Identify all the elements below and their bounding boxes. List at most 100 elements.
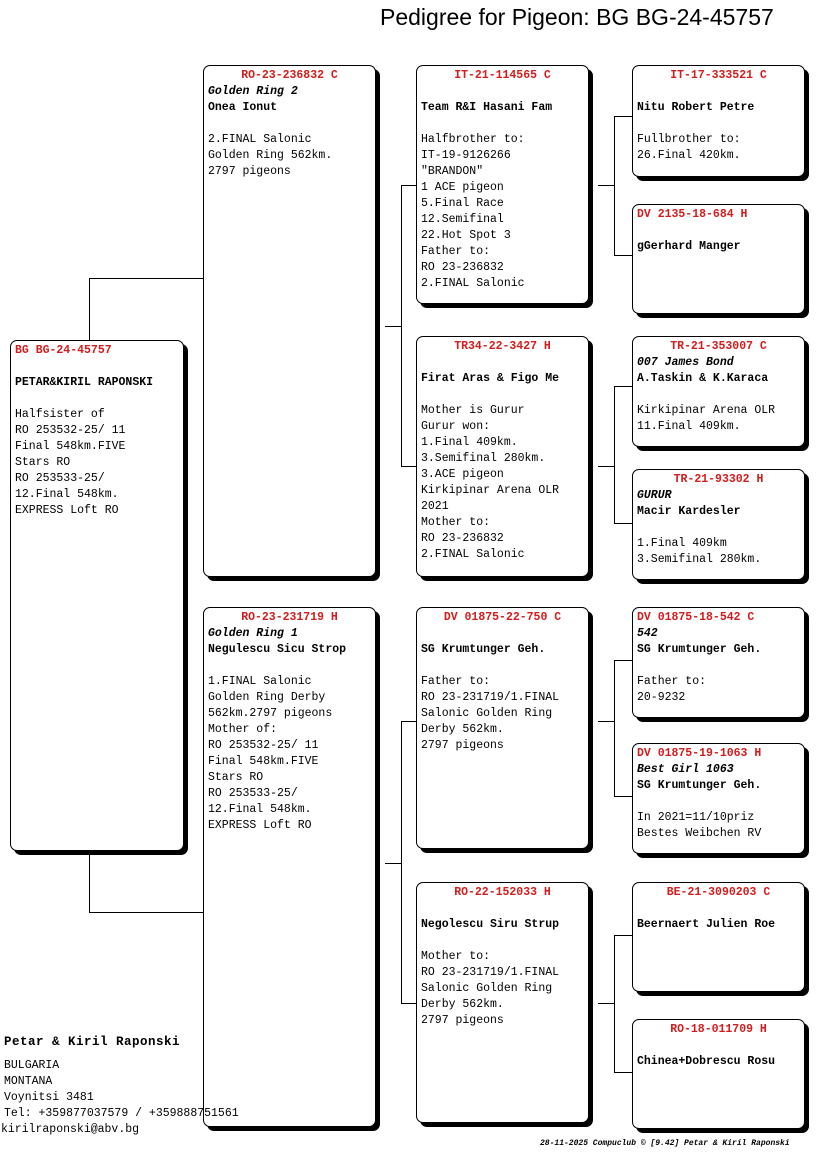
pigeon-name [421, 901, 584, 917]
connector-line [598, 466, 615, 467]
pigeon-name [637, 84, 800, 100]
breeder-phone: Tel: +359877037579 / +359888751561 [4, 1107, 239, 1120]
owner-name: Negolescu Siru Strup [421, 918, 560, 931]
pedigree-notes: Father to: 20-9232 [637, 675, 707, 704]
ring-number: RO-23-231719 H [241, 611, 338, 624]
pigeon-name: 542 [637, 627, 658, 640]
sire-sire-sire-card[interactable]: IT-17-333521 C Nitu Robert Petre Fullbro… [632, 65, 805, 177]
owner-name: Chinea+Dobrescu Rosu [637, 1055, 776, 1068]
pigeon-name [637, 1038, 800, 1054]
ring-number: DV 01875-19-1063 H [637, 747, 762, 760]
pigeon-name [637, 901, 800, 917]
pedigree-notes: Halfbrother to: IT-19-9126266 "BRANDON" … [421, 133, 525, 290]
pedigree-notes: 1.FINAL Salonic Golden Ring Derby 562km.… [208, 675, 333, 832]
owner-name: Beernaert Julien Roe [637, 918, 776, 931]
connector-line [614, 660, 633, 661]
owner-name: Onea Ionut [208, 101, 278, 114]
sire-sire-card[interactable]: IT-21-114565 C Team R&I Hasani Fam Halfb… [416, 65, 589, 304]
breeder-town: Voynitsi 3481 [4, 1091, 94, 1104]
connector-line [401, 185, 402, 467]
owner-name: Negulescu Sicu Strop [208, 643, 347, 656]
ring-number: RO-18-011709 H [670, 1023, 767, 1036]
connector-line [614, 1072, 633, 1073]
ring-number: BE-21-3090203 C [666, 886, 771, 899]
sire-dam-card[interactable]: TR34-22-3427 H Firat Aras & Figo Me Moth… [416, 336, 589, 577]
connector-line [401, 721, 417, 722]
connector-line [89, 851, 90, 913]
pedigree-notes: Father to: RO 23-231719/1.FINAL Salonic … [421, 675, 560, 752]
owner-name: Firat Aras & Figo Me [421, 372, 560, 385]
connector-line [89, 278, 90, 340]
breeder-name: Petar & Kiril Raponski [4, 1035, 181, 1049]
connector-line [401, 466, 417, 467]
owner-name: SG Krumtunger Geh. [637, 643, 762, 656]
dam-sire-card[interactable]: DV 01875-22-750 C SG Krumtunger Geh. Fat… [416, 607, 589, 849]
ring-number: IT-17-333521 C [670, 69, 767, 82]
ring-number: DV 01875-18-542 C [637, 611, 755, 624]
dam-dam-dam-card[interactable]: RO-18-011709 H Chinea+Dobrescu Rosu [632, 1019, 805, 1129]
connector-line [614, 935, 633, 936]
pigeon-name [421, 84, 584, 100]
sire-dam-sire-card[interactable]: TR-21-353007 C 007 James Bond A.Taskin &… [632, 336, 805, 447]
connector-line [614, 386, 633, 387]
pigeon-name: GURUR [637, 489, 672, 502]
pigeon-name: Golden Ring 1 [208, 627, 298, 640]
print-footer: 28-11-2025 Compuclub © [9.42] Petar & Ki… [540, 1139, 790, 1148]
pedigree-notes: Kirkipinar Arena OLR 11.Final 409km. [637, 404, 776, 433]
pedigree-notes: Halfsister of RO 253532-25/ 11 Final 548… [15, 408, 126, 517]
connector-line [89, 912, 205, 913]
ring-number: RO-22-152033 H [454, 886, 551, 899]
pedigree-notes: In 2021=11/10priz Bestes Weibchen RV [637, 811, 762, 840]
ring-number: IT-21-114565 C [454, 69, 551, 82]
owner-name: Macir Kardesler [637, 505, 741, 518]
pigeon-name: 007 James Bond [637, 356, 734, 369]
dam-dam-sire-card[interactable]: BE-21-3090203 C Beernaert Julien Roe [632, 882, 805, 992]
connector-line [401, 721, 402, 1004]
ring-number: DV 01875-22-750 C [443, 611, 562, 624]
ring-number: RO-23-236832 C [241, 69, 338, 82]
pigeon-name [637, 223, 800, 239]
breeder-info: Petar & Kiril Raponski BULGARIA MONTANA … [1, 1034, 239, 1138]
sire-dam-dam-card[interactable]: TR-21-93302 H GURUR Macir Kardesler 1.Fi… [632, 469, 805, 580]
page-title: Pedigree for Pigeon: BG BG-24-45757 [380, 4, 774, 30]
connector-line [614, 796, 633, 797]
connector-line [614, 255, 633, 256]
sire-card[interactable]: RO-23-236832 C Golden Ring 2 Onea Ionut … [203, 65, 376, 577]
ring-number: DV 2135-18-684 H [637, 208, 748, 221]
dam-sire-dam-card[interactable]: DV 01875-19-1063 H Best Girl 1063 SG Kru… [632, 743, 805, 854]
owner-name: gGerhard Manger [637, 240, 741, 253]
connector-line [401, 185, 417, 186]
owner-name: PETAR&KIRIL RAPONSKI [15, 376, 154, 389]
owner-name: SG Krumtunger Geh. [637, 779, 762, 792]
connector-line [614, 116, 615, 256]
owner-name: Nitu Robert Petre [637, 101, 755, 114]
pedigree-notes: 2.FINAL Salonic Golden Ring 562km. 2797 … [208, 133, 333, 178]
subject-card[interactable]: BG BG-24-45757 PETAR&KIRIL RAPONSKI Half… [10, 340, 184, 851]
sire-sire-dam-card[interactable]: DV 2135-18-684 H gGerhard Manger [632, 204, 805, 314]
breeder-country: BULGARIA [4, 1059, 60, 1072]
dam-dam-card[interactable]: RO-22-152033 H Negolescu Siru Strup Moth… [416, 882, 589, 1123]
pigeon-name: Best Girl 1063 [637, 763, 734, 776]
pigeon-name [15, 359, 179, 375]
connector-line [614, 386, 615, 524]
ring-number: TR34-22-3427 H [454, 340, 551, 353]
connector-line [598, 1003, 615, 1004]
ring-number: TR-21-93302 H [673, 473, 764, 486]
breeder-region: MONTANA [4, 1075, 53, 1088]
connector-line [89, 278, 205, 279]
connector-line [614, 660, 615, 797]
ring-number: TR-21-353007 C [670, 340, 767, 353]
connector-line [614, 523, 633, 524]
pedigree-notes: Fullbrother to: 26.Final 420km. [637, 133, 741, 162]
pigeon-name [421, 626, 584, 642]
owner-name: SG Krumtunger Geh. [421, 643, 546, 656]
owner-name: Team R&I Hasani Fam [421, 101, 553, 114]
connector-line [614, 935, 615, 1073]
dam-card[interactable]: RO-23-231719 H Golden Ring 1 Negulescu S… [203, 607, 376, 1127]
pedigree-notes: Mother is Gurur Gurur won: 1.Final 409km… [421, 404, 560, 561]
connector-line [598, 721, 615, 722]
dam-sire-sire-card[interactable]: DV 01875-18-542 C 542 SG Krumtunger Geh.… [632, 607, 805, 718]
pigeon-name: Golden Ring 2 [208, 85, 298, 98]
connector-line [385, 326, 402, 327]
connector-line [385, 863, 402, 864]
